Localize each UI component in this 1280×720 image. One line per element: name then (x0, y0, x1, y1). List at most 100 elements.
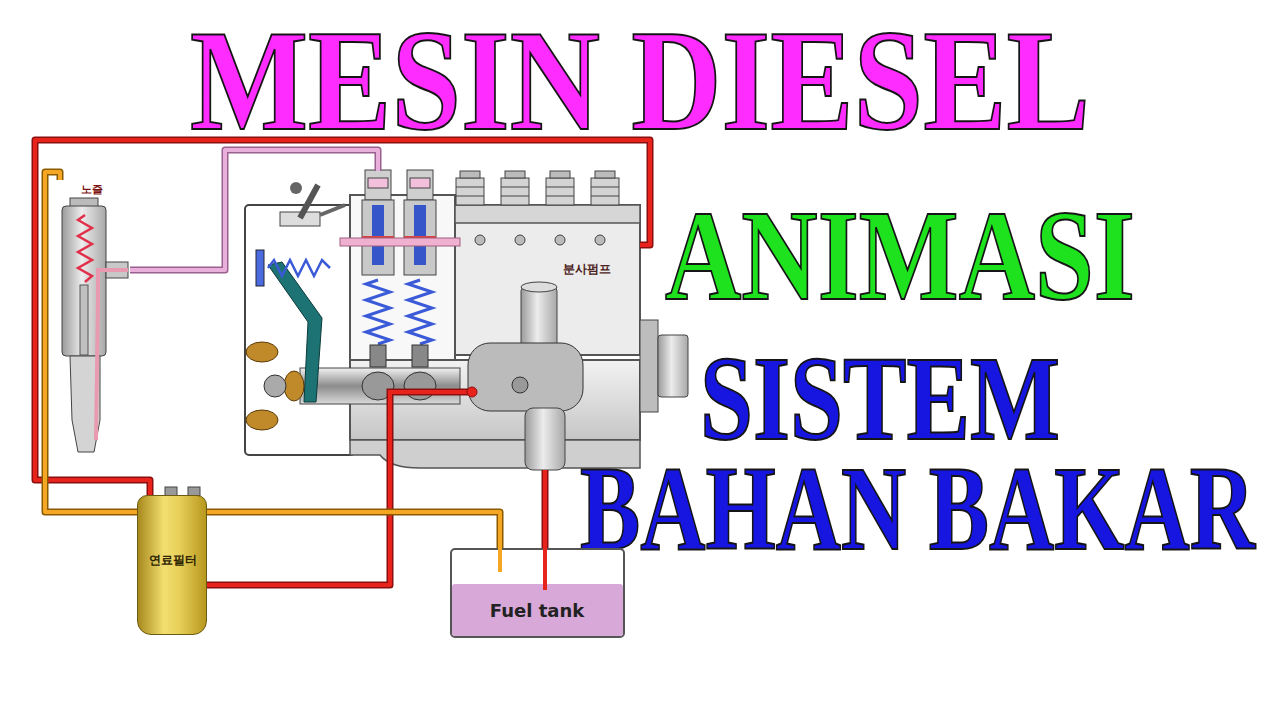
delivery-valve-holder-part (460, 171, 480, 178)
pump-element-part (407, 170, 433, 200)
headline-holder: BAHAN BAKAR (580, 448, 1280, 569)
pipe-casing (207, 470, 390, 585)
feed-pump-part (390, 392, 472, 470)
delivery-valve-holder-part (546, 196, 574, 197)
component-label: Fuel tank (490, 601, 584, 622)
headline-holder: SISTEM (700, 338, 1158, 459)
tank-shape (450, 548, 625, 638)
governor-part (264, 375, 286, 397)
pump-element-part (412, 345, 428, 367)
fuel-level (452, 584, 623, 636)
delivery-valve-holder-part (591, 196, 619, 197)
control-rack (340, 238, 460, 246)
injection-nozzle (62, 198, 128, 452)
fuel-line-group (45, 172, 500, 548)
pump-element-part (408, 280, 432, 344)
pump-housing (245, 195, 688, 468)
delivery-valve-holder-part (595, 171, 615, 178)
pump-housing-part (595, 235, 605, 245)
component-label: 분사펌프 (563, 263, 611, 277)
governor-part (246, 410, 278, 430)
headline-word: SISTEM (700, 338, 1060, 459)
pump-element-part (366, 280, 390, 344)
component-label: 노즐 (81, 184, 103, 197)
nozzle-node: 노즐 (55, 180, 130, 452)
pump-element-part (376, 160, 380, 171)
headline-word: BAHAN BAKAR (580, 448, 1255, 569)
pipe-casing (35, 140, 650, 495)
headline-holder: MESIN DIESEL (190, 9, 1226, 153)
delivery-valve-holder-part (505, 171, 525, 178)
pump-element (404, 170, 436, 367)
fuel-line (130, 150, 378, 270)
pipe-casing (542, 470, 549, 548)
camshaft-part (300, 368, 460, 404)
camshaft (300, 368, 460, 404)
governor-part (284, 371, 304, 401)
pump-housing-part (515, 235, 525, 245)
fuel-line (45, 172, 500, 548)
pump-housing-part (640, 320, 658, 412)
feed-pump-part (525, 408, 565, 470)
title-text: MESIN DIESEL (190, 9, 1090, 153)
delivery-valve-holder-part (501, 187, 529, 188)
delivery-valve-holder-part (456, 196, 484, 197)
governor-part (246, 342, 278, 362)
pump-element-part (410, 178, 430, 188)
feed-pump-part (521, 282, 557, 292)
pump-element (362, 160, 394, 367)
pump-element-part (372, 205, 384, 265)
component-label: 연료필터 (149, 554, 197, 568)
delivery-valve-holder-part (501, 178, 529, 205)
headline-holder: ANIMASI (665, 192, 1237, 321)
fuel-tank: Fuel tank (450, 548, 625, 638)
camshaft-part (404, 372, 436, 400)
feed-pump-part (512, 377, 528, 393)
delivery-valve-holder (456, 171, 619, 205)
fuel-line (543, 470, 547, 548)
injection-pump: 분사펌프 (240, 160, 640, 470)
pipe-casing (130, 150, 378, 270)
governor-part (300, 185, 318, 218)
injection-nozzle-part (78, 215, 92, 282)
injection-nozzle-part (96, 270, 128, 440)
delivery-valve-holder-part (550, 171, 570, 178)
pump-housing-part (350, 195, 455, 360)
feed-pump-part (390, 392, 472, 470)
governor-part (290, 182, 302, 194)
governor (246, 182, 345, 430)
pump-element-part (375, 160, 382, 171)
feed-pump (390, 282, 583, 470)
fuel-line-group (207, 470, 390, 585)
pump-housing-part (475, 235, 485, 245)
governor-part (256, 250, 264, 286)
delivery-valve-holder-part (546, 178, 574, 205)
feed-pump-part (468, 343, 583, 411)
pump-housing-part (245, 205, 355, 455)
delivery-valve-holder-part (591, 187, 619, 188)
pump-element-part (370, 345, 386, 367)
pump-element-part (414, 205, 426, 265)
injection-nozzle-part (80, 285, 88, 355)
delivery-valve-holder-part (501, 196, 529, 197)
delivery-valve-holder-part (456, 178, 484, 205)
pipe-casing (45, 172, 500, 548)
delivery-valve-holder-part (456, 187, 484, 188)
feed-pump-part (467, 387, 477, 397)
fuel-line-group (130, 150, 378, 270)
governor-part (268, 260, 330, 276)
headline-word: ANIMASI (665, 192, 1135, 321)
pump-housing-part (555, 235, 565, 245)
fuel-line (207, 470, 390, 585)
governor-part (320, 205, 345, 215)
delivery-valve-holder-part (591, 178, 619, 205)
fuel-filter: 연료필터 (137, 495, 207, 635)
pump-element-part (368, 178, 388, 188)
pump-element-part (365, 170, 391, 200)
delivery-valve-holder-part (546, 187, 574, 188)
fuel-line (35, 140, 650, 495)
fuel-line-group (35, 140, 650, 495)
tank-outline (451, 549, 624, 637)
